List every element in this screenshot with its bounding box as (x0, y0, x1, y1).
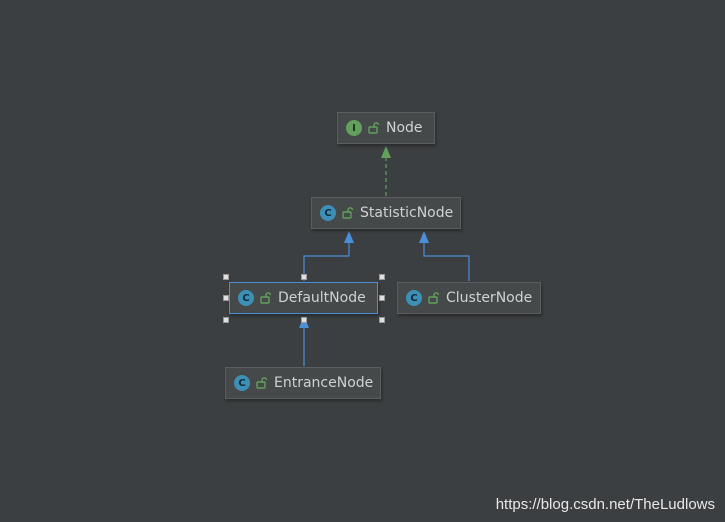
selection-handle-top-left[interactable] (223, 274, 229, 280)
source-watermark: https://blog.csdn.net/TheLudlows (495, 496, 715, 513)
class-icon: C (234, 375, 250, 391)
extends-arrowhead (419, 231, 429, 243)
clusternode-class-box[interactable]: C ClusterNode (397, 282, 541, 314)
selection-handle-bottom-right[interactable] (379, 317, 385, 323)
selection-handle-bottom-left[interactable] (223, 317, 229, 323)
node-interface-box[interactable]: I Node (337, 112, 435, 144)
selection-handle-middle-left[interactable] (223, 295, 229, 301)
node-label: EntranceNode (274, 375, 374, 391)
node-label: StatisticNode (360, 205, 454, 221)
edge-clusternode-extends-statisticnode (423, 243, 470, 281)
public-access-icon (260, 292, 272, 304)
implements-arrowhead (381, 146, 391, 158)
statisticnode-class-box[interactable]: C StatisticNode (311, 197, 461, 229)
edge-defaultnode-extends-statisticnode (303, 243, 350, 281)
entrancenode-class-box[interactable]: C EntranceNode (225, 367, 381, 399)
selection-handle-middle-right[interactable] (379, 295, 385, 301)
selection-handle-top-right[interactable] (379, 274, 385, 280)
node-label: Node (386, 120, 423, 136)
node-label: DefaultNode (278, 290, 366, 306)
selection-handle-bottom-middle[interactable] (301, 317, 307, 323)
public-access-icon (368, 122, 380, 134)
public-access-icon (428, 292, 440, 304)
extends-arrowhead (344, 231, 354, 243)
selection-handle-top-middle[interactable] (301, 274, 307, 280)
node-label: ClusterNode (446, 290, 533, 306)
class-icon: C (406, 290, 422, 306)
class-icon: C (320, 205, 336, 221)
class-icon: C (238, 290, 254, 306)
public-access-icon (342, 207, 354, 219)
public-access-icon (256, 377, 268, 389)
defaultnode-class-box[interactable]: C DefaultNode (229, 282, 378, 314)
interface-icon: I (346, 120, 362, 136)
